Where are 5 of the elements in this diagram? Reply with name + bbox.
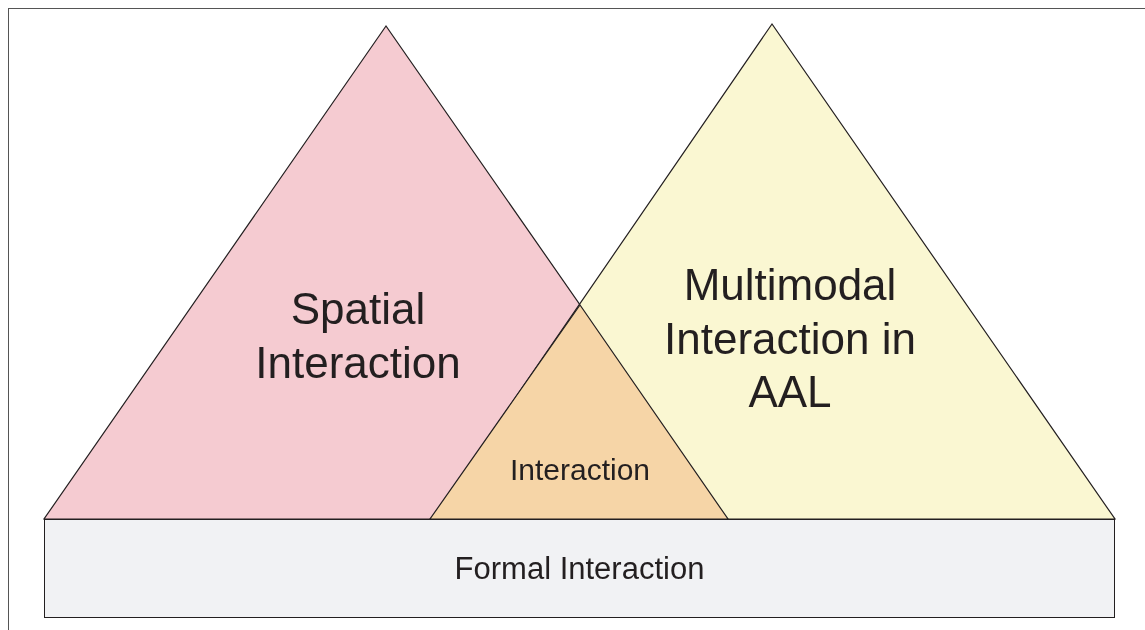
base-bar [44, 519, 1115, 618]
triangle-label: Multimodal Interaction in AAL [663, 259, 917, 419]
triangle-label: Interaction [508, 452, 652, 488]
triangle-label: Spatial Interaction [254, 283, 462, 389]
bar-label: Formal Interaction [454, 550, 705, 587]
